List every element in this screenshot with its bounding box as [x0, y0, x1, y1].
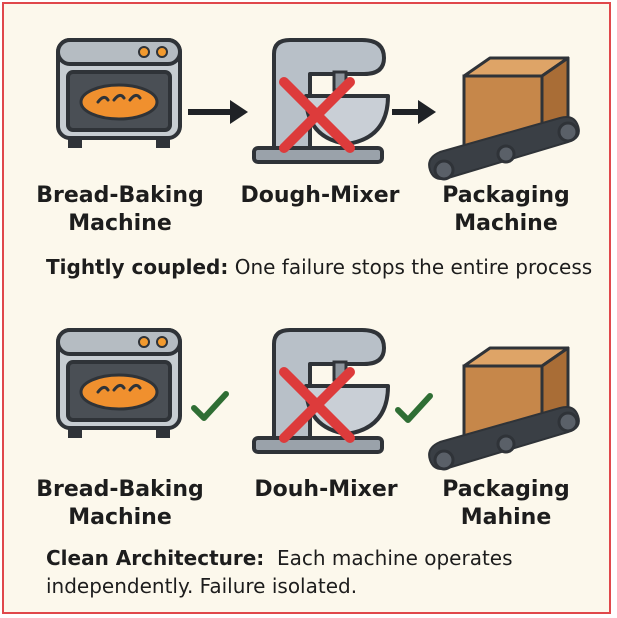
conveyor-box-icon	[427, 56, 581, 181]
machine-label-line1: Bread-Baking	[36, 183, 204, 208]
machine-label-line1: Packaging	[442, 183, 570, 208]
machine-label-line1: Douh-Mixer	[254, 477, 398, 502]
machine-label-line2: Mahine	[460, 505, 552, 530]
machine-label-bread-baking: Bread-Baking Machine	[30, 182, 210, 238]
machine-label-packaging: Packaging Mahine	[416, 476, 596, 532]
conveyor-box-icon	[427, 346, 581, 471]
caption-clean-architecture: Clean Architecture: Each machine operate…	[46, 544, 606, 600]
caption-line2: independently. Failure isolated.	[46, 574, 358, 598]
checkmark-icon	[395, 393, 433, 423]
caption-tightly-coupled: Tightly coupled: One failure stops the e…	[46, 253, 606, 281]
machine-label-bread-baking: Bread-Baking Machine	[30, 476, 210, 532]
machine-label-line2: Machine	[454, 211, 558, 236]
checkmark-icon	[191, 391, 229, 421]
machine-label-line1: Bread-Baking	[36, 477, 204, 502]
machine-label-line1: Dough-Mixer	[240, 183, 400, 208]
oven-icon	[56, 328, 182, 440]
caption-text: Each machine operates	[264, 546, 513, 570]
machine-label-line2: Machine	[68, 505, 172, 530]
arrow-right-icon	[392, 100, 436, 124]
arrow-right-icon	[188, 100, 248, 124]
caption-bold: Clean Architecture:	[46, 546, 265, 570]
machine-label-packaging: Packaging Machine	[416, 182, 596, 238]
stand-mixer-icon	[254, 330, 388, 452]
oven-icon	[56, 38, 182, 150]
machine-label-line2: Machine	[68, 211, 172, 236]
caption-bold: Tightly coupled:	[46, 255, 229, 279]
machine-label-dough-mixer: Dough-Mixer	[230, 182, 410, 210]
machine-label-dough-mixer: Douh-Mixer	[236, 476, 416, 504]
stand-mixer-icon	[254, 40, 388, 162]
caption-line1: Clean Architecture: Each machine operate…	[46, 544, 606, 572]
machine-label-line1: Packaging	[442, 477, 570, 502]
caption-text: One failure stops the entire process	[228, 255, 593, 279]
